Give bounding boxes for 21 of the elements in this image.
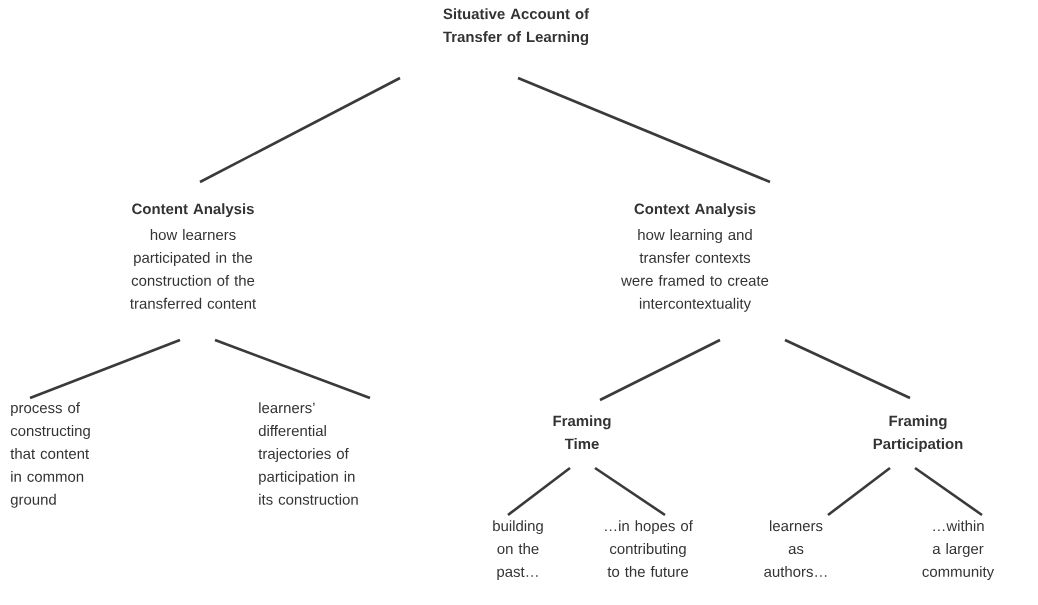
text-label: Context Analysis how learning and transfer contexts were framed to create intercontextuality (621, 203, 769, 312)
text-label: building on the past… (493, 520, 543, 580)
connector-line (214, 338, 371, 400)
connector-line (29, 338, 181, 400)
text-label: …within a larger community (922, 520, 995, 580)
text-label: learners’ differential trajectories of participation in its construction (258, 402, 358, 505)
text-label: Framing Time (553, 415, 611, 450)
connector-line (784, 338, 911, 400)
connector-line (507, 466, 571, 517)
text-label: learners as authors… (764, 520, 827, 577)
connector-line (827, 466, 891, 517)
text-label: Content Analysis how learners participated in the construction of the transferred content (130, 203, 256, 309)
text-label: process of constructing that content in common ground (10, 402, 90, 508)
connector-line (914, 466, 983, 517)
connector-line (517, 76, 771, 184)
text-label: Framing Participation (873, 415, 963, 453)
connector-line (199, 76, 401, 184)
text-label: Situative Account of Transfer of Learning (443, 8, 590, 46)
connector-line (594, 466, 666, 517)
connector-line (599, 338, 721, 402)
text-label: …in hopes of contributing to the future (605, 520, 693, 577)
